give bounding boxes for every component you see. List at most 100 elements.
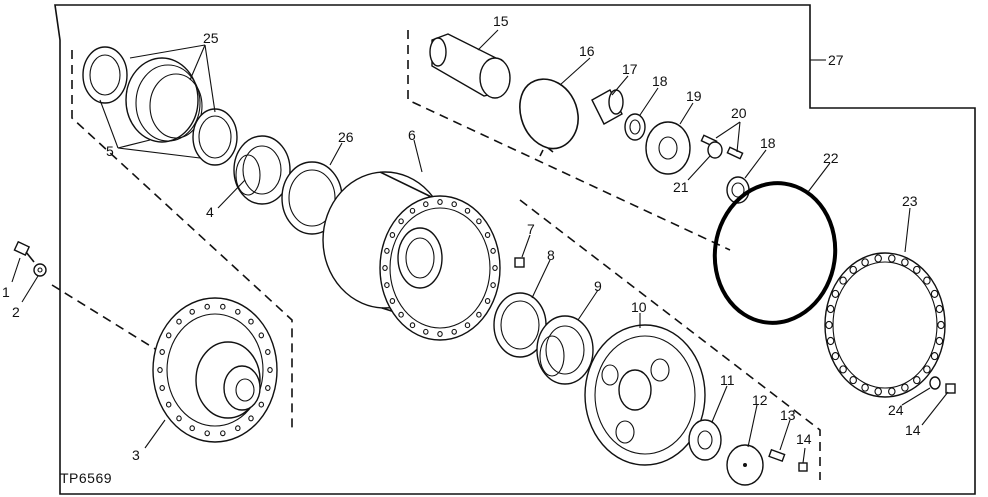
callout-16: 16	[579, 43, 595, 59]
ring-gear-tooth	[839, 365, 847, 374]
bolt-hole	[484, 232, 491, 238]
bolt-hole	[258, 332, 265, 339]
part-23-ring-gear	[824, 252, 946, 398]
callout-2: 2	[12, 304, 20, 320]
group-outline-upper	[407, 30, 731, 251]
callout-23: 23	[902, 193, 918, 209]
part-11-thrust-washer	[688, 419, 722, 461]
group-outline-right	[519, 199, 821, 480]
ring-gear-tooth	[923, 365, 931, 374]
bolt-hole	[423, 201, 429, 208]
ring-gear-tooth	[874, 254, 882, 263]
callout-22: 22	[823, 150, 839, 166]
bolt-hole	[464, 207, 471, 214]
callout-18b: 18	[760, 135, 776, 151]
callout-26: 26	[338, 129, 354, 145]
ring-gear-tooth	[826, 336, 835, 346]
part-9-bearing-cone	[536, 315, 594, 385]
ring-gear-tooth	[849, 376, 857, 385]
part-25-seal-set	[82, 46, 238, 166]
bolt-hole	[409, 207, 416, 214]
group-outline-left	[71, 50, 293, 432]
ring-gear-tooth	[831, 289, 840, 298]
bolt-hole	[157, 367, 163, 373]
bolt-hole	[382, 265, 388, 271]
callout-1: 1	[2, 284, 10, 300]
bolt-hole	[159, 385, 165, 391]
callout-10: 10	[631, 299, 647, 315]
part-16-snap-ring	[519, 78, 579, 157]
leader-lines	[11, 29, 949, 464]
callout-25: 25	[203, 30, 219, 46]
bolt-hole	[451, 201, 457, 208]
bolt-hole	[437, 199, 443, 205]
ring-gear-tooth	[937, 320, 945, 330]
callout-9: 9	[594, 278, 602, 294]
callout-4: 4	[206, 204, 214, 220]
callout-17: 17	[622, 61, 638, 77]
bolt-hole	[220, 430, 226, 437]
ring-gear-tooth	[935, 336, 944, 346]
bolt-hole	[204, 303, 210, 310]
ring-gear-tooth	[930, 352, 939, 361]
bolt-hole	[189, 425, 195, 432]
part-22-o-ring	[712, 181, 838, 325]
part-1-bolt	[13, 240, 35, 263]
part-18-washer	[624, 113, 646, 141]
part-2-washer	[33, 263, 47, 277]
bolt-hole	[189, 308, 195, 315]
callout-20: 20	[731, 105, 747, 121]
bolt-hole	[165, 332, 172, 339]
bolt-hole	[490, 247, 496, 254]
callout-11: 11	[720, 372, 735, 388]
callout-27: 27	[828, 52, 844, 68]
callout-13: 13	[780, 407, 796, 423]
ring-gear-tooth	[913, 376, 921, 385]
bolt-hole	[476, 218, 482, 225]
part-7-plug	[514, 257, 525, 268]
bolt-hole	[389, 298, 396, 304]
callout-3: 3	[132, 447, 140, 463]
bolt-hole	[437, 331, 443, 337]
bolt-hole	[490, 282, 496, 289]
callout-19: 19	[686, 88, 702, 104]
ring-gear-tooth	[913, 265, 921, 274]
assembly-frame-27	[54, 4, 976, 495]
figure-id: TP6569	[60, 470, 113, 486]
ring-gear-tooth	[888, 254, 896, 263]
part-20-pin-2	[726, 146, 744, 160]
part-24-washer	[929, 376, 941, 390]
bolt-hole	[159, 349, 165, 355]
callout-24: 24	[888, 402, 904, 418]
ring-gear-tooth	[861, 383, 869, 392]
part-14-screw	[798, 462, 808, 472]
part-12-cover-plate	[726, 444, 764, 486]
part-17-bushing	[591, 89, 624, 125]
ring-gear-tooth	[874, 387, 882, 396]
bolt-hole	[235, 308, 241, 315]
bolt-hole	[398, 218, 404, 225]
bolt-hole	[176, 318, 182, 325]
bolt-hole	[265, 385, 271, 391]
ring-gear-tooth	[935, 304, 944, 314]
ring-gear-tooth	[901, 383, 909, 392]
bolt-hole	[451, 328, 457, 335]
callout-7: 7	[527, 221, 535, 237]
bolt-hole	[464, 322, 471, 329]
part-6-housing	[322, 171, 501, 341]
bolt-hole	[492, 265, 498, 271]
bolt-hole	[265, 349, 271, 355]
ring-gear-tooth	[839, 276, 847, 285]
bolt-hole	[248, 318, 254, 325]
ring-gear-tooth	[923, 276, 931, 285]
callout-8: 8	[547, 247, 555, 263]
bolt-hole	[398, 311, 404, 318]
bolt-hole	[258, 401, 265, 408]
ring-gear-tooth	[888, 387, 896, 396]
part-21-roller	[707, 141, 723, 159]
callout-6: 6	[408, 127, 416, 143]
callout-14b: 14	[905, 422, 921, 438]
ring-gear-tooth	[861, 258, 869, 267]
bolt-hole	[423, 328, 429, 335]
